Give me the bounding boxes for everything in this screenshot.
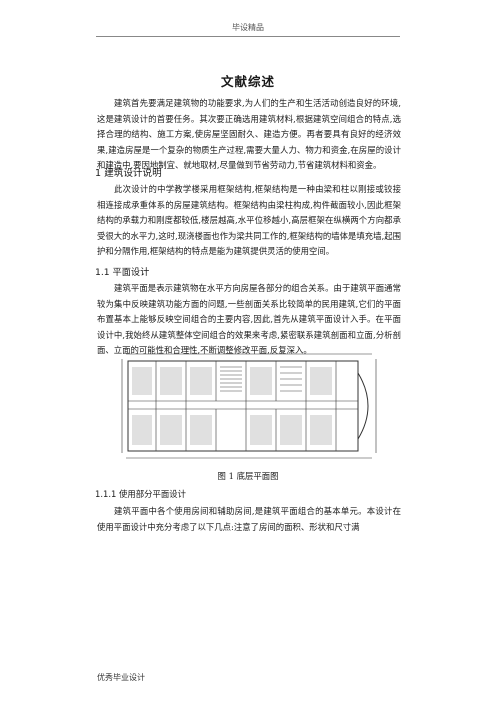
section-1-1-heading: 1.1 平面设计 — [95, 267, 150, 278]
header-divider — [96, 36, 400, 37]
figure-caption: 图 1 底层平面图 — [217, 471, 279, 481]
section-1-paragraph: 此次设计的中学教学楼采用框架结构,框架结构是一种由梁和柱以刚接或铰接相连接成承重… — [97, 184, 401, 257]
intro-paragraph: 建筑首先要满足建筑物的功能要求,为人们的生产和生活活动创造良好的环境,这是建筑设… — [97, 98, 401, 171]
section-1-heading: 1 建筑设计说明 — [95, 168, 162, 179]
floor-plan-figure — [121, 353, 377, 459]
page-title: 文献综述 — [220, 74, 275, 89]
section-1-1-1-heading: 1.1.1 使用部分平面设计 — [95, 489, 186, 499]
section-1-1-1-paragraph: 建筑平面中各个使用房间和辅助房间,是建筑平面组合的基本单元。本设计在使用平面设计… — [97, 506, 401, 532]
page-header: 毕设精品 — [232, 23, 264, 32]
section-1-1-paragraph: 建筑平面是表示建筑物在水平方向房屋各部分的组合关系。由于建筑平面通常较为集中反映… — [97, 283, 401, 356]
page-footer: 优秀毕业设计 — [97, 673, 145, 682]
